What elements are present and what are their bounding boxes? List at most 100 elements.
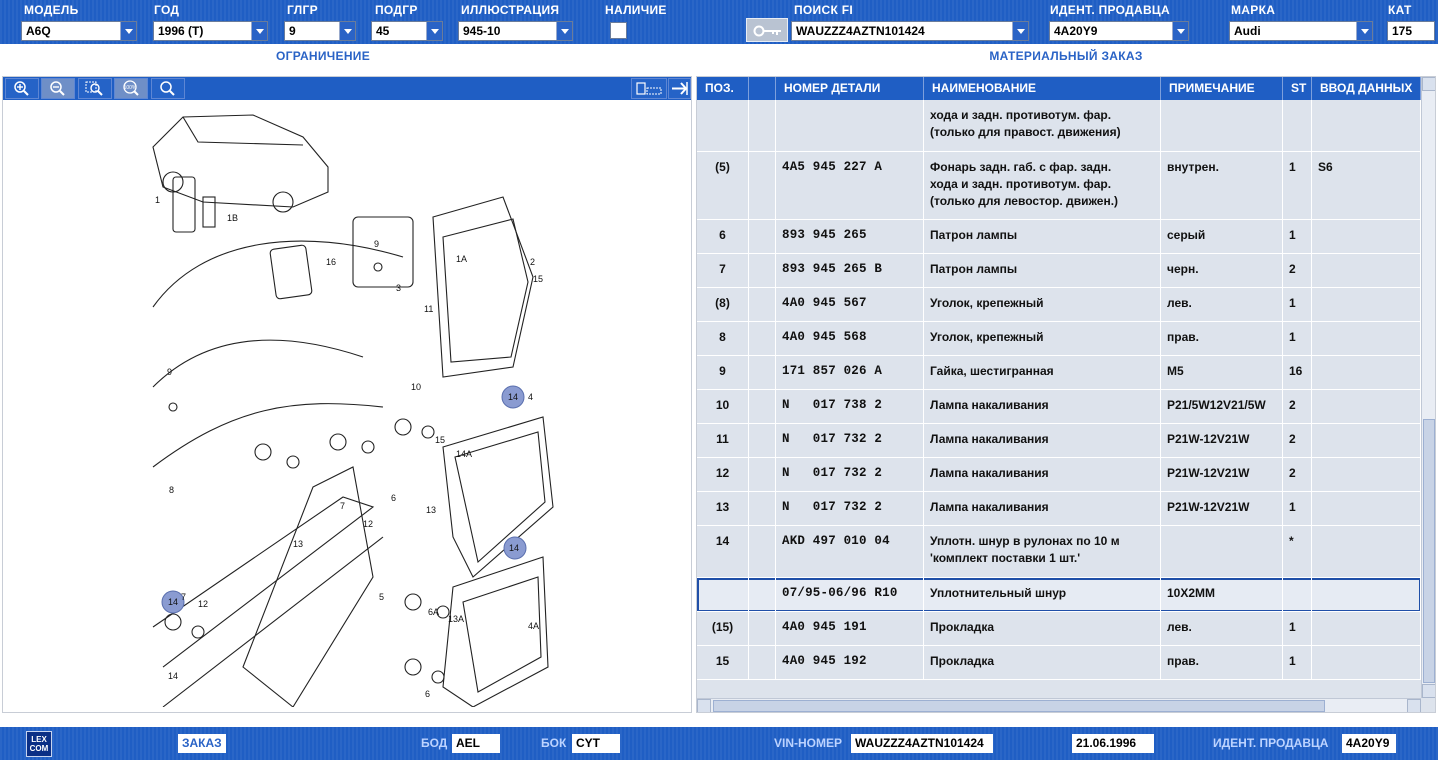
cell-note: P21W-12V21W: [1161, 424, 1283, 458]
cell-note: M5: [1161, 356, 1283, 390]
glgr-select[interactable]: 9: [284, 21, 356, 41]
callout-label: 14A: [456, 449, 472, 459]
expand-panel-button[interactable]: [668, 78, 691, 99]
fit-page-button[interactable]: [631, 78, 667, 99]
chevron-down-icon[interactable]: [251, 22, 267, 40]
table-row[interactable]: хода и задн. противотум. фар. (только дл…: [697, 100, 1421, 152]
search-button[interactable]: [151, 78, 185, 99]
horizontal-scrollbar[interactable]: [697, 698, 1421, 712]
vertical-scrollbar[interactable]: [1421, 77, 1435, 698]
highlight-marker[interactable]: [501, 385, 525, 409]
callout-label: 16: [326, 257, 336, 267]
brand-select[interactable]: Audi: [1229, 21, 1373, 41]
callout-label: 13: [426, 505, 436, 515]
column-header-name[interactable]: НАИМЕНОВАНИЕ: [924, 77, 1161, 100]
catalog-field[interactable]: 175: [1387, 21, 1435, 41]
header-bar: МОДЕЛЬ A6Q ГОД 1996 (T) ГЛГР 9 ПОДГР 45 …: [0, 0, 1438, 44]
cell-pos: (5): [697, 152, 749, 220]
cell-part-number: [776, 100, 924, 152]
cell-name: Гайка, шестигранная: [924, 356, 1161, 390]
chevron-down-icon[interactable]: [1172, 22, 1188, 40]
cell-part-number: N 017 732 2: [776, 424, 924, 458]
cell-data-entry: [1312, 578, 1421, 612]
rear-lamp-lens: [442, 218, 529, 363]
podgr-label: ПОДГР: [375, 3, 418, 17]
year-select[interactable]: 1996 (T): [153, 21, 268, 41]
chevron-down-icon[interactable]: [339, 22, 355, 40]
podgr-select[interactable]: 45: [371, 21, 443, 41]
cell-marker: [749, 646, 776, 680]
year-value: 1996 (T): [158, 24, 204, 38]
chevron-down-icon[interactable]: [1356, 22, 1372, 40]
zoom-100-button[interactable]: 100%: [114, 78, 148, 99]
availability-checkbox[interactable]: [610, 22, 627, 39]
scroll-right-button[interactable]: [1407, 699, 1421, 712]
cell-part-number: 4A5 945 227 A: [776, 152, 924, 220]
chevron-down-icon[interactable]: [1012, 22, 1028, 40]
callout-label: 14: [508, 392, 518, 402]
zoom-100-text: 100%: [124, 85, 137, 91]
chevron-down-icon[interactable]: [556, 22, 572, 40]
dealer-id-select[interactable]: 4A20Y9: [1049, 21, 1189, 41]
cell-part-number: 893 945 265: [776, 220, 924, 254]
scroll-up-button[interactable]: [1422, 77, 1435, 91]
highlight-marker[interactable]: [503, 536, 527, 560]
zoom-out-button[interactable]: [41, 78, 75, 99]
illustration-select[interactable]: 945-10: [458, 21, 573, 41]
cell-name: Лампа накаливания: [924, 424, 1161, 458]
material-order-title: МАТЕРИАЛЬНЫЙ ЗАКАЗ: [696, 44, 1436, 68]
model-select[interactable]: A6Q: [21, 21, 137, 41]
scroll-left-button[interactable]: [697, 699, 711, 712]
column-header-marker[interactable]: [749, 77, 776, 100]
cell-st: 1: [1283, 288, 1312, 322]
column-header-st[interactable]: ST: [1283, 77, 1312, 100]
scroll-thumb[interactable]: [1423, 419, 1435, 683]
column-header-data-entry[interactable]: ВВОД ДАННЫХ: [1312, 77, 1421, 100]
cell-part-number: 4A0 945 567: [776, 288, 924, 322]
zoom-area-button[interactable]: [78, 78, 112, 99]
cell-st: 16: [1283, 356, 1312, 390]
search-key-button[interactable]: [746, 18, 788, 42]
scroll-down-button[interactable]: [1422, 684, 1435, 698]
cell-name: Лампа накаливания: [924, 492, 1161, 526]
lamp-socket-part: [404, 593, 422, 611]
callout-label: 13A: [448, 614, 464, 624]
cell-data-entry: [1312, 646, 1421, 680]
nut-part: [168, 402, 178, 412]
chevron-down-icon[interactable]: [120, 22, 136, 40]
cell-name: Уголок, крепежный: [924, 322, 1161, 356]
cell-pos: 11: [697, 424, 749, 458]
column-header-note[interactable]: ПРИМЕЧАНИЕ: [1161, 77, 1283, 100]
cell-marker: [749, 390, 776, 424]
column-header-pos[interactable]: ПОЗ.: [697, 77, 749, 100]
zoom-in-button[interactable]: [5, 78, 39, 99]
cell-data-entry: [1312, 288, 1421, 322]
callout-label: 6: [391, 493, 396, 503]
scroll-thumb[interactable]: [713, 700, 1325, 712]
column-header-part-number[interactable]: НОМЕР ДЕТАЛИ: [776, 77, 924, 100]
callout-label: 7: [181, 592, 186, 602]
vin-label: VIN-НОМЕР: [774, 736, 843, 750]
nut-part: [373, 262, 383, 272]
chevron-down-icon[interactable]: [426, 22, 442, 40]
callout-label: 15: [533, 274, 543, 284]
bulb-part: [361, 440, 375, 454]
search-fi-select[interactable]: WAUZZZ4AZTN101424: [791, 21, 1029, 41]
cell-st: 1: [1283, 322, 1312, 356]
order-button[interactable]: ЗАКАЗ: [178, 734, 226, 753]
highlight-marker[interactable]: [161, 590, 185, 614]
